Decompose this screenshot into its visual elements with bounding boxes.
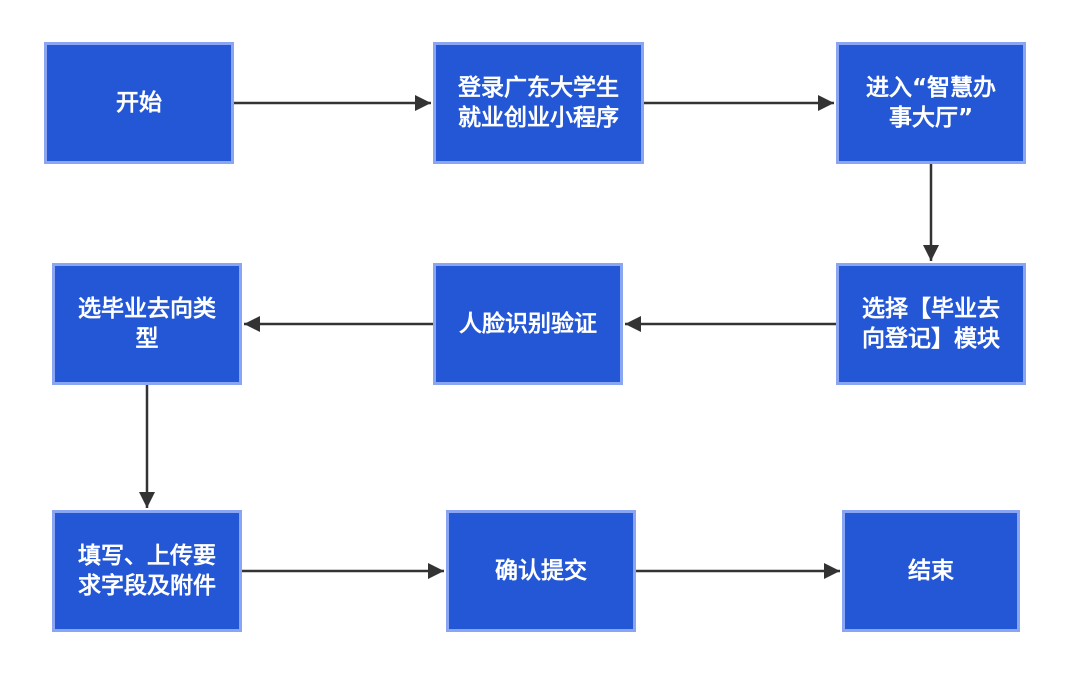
node-fill-upload-fields-label: 填写、上传要求字段及附件 — [78, 542, 216, 599]
node-confirm-submit: 确认提交 — [446, 510, 636, 632]
node-face-verification-label: 人脸识别验证 — [459, 310, 597, 337]
node-enter-smart-hall-label: 进入“智慧办事大厅” — [865, 74, 997, 131]
node-face-verification: 人脸识别验证 — [433, 263, 623, 385]
node-start-label: 开始 — [116, 89, 162, 116]
node-choose-destination-type: 选毕业去向类型 — [52, 263, 242, 385]
node-fill-upload-fields: 填写、上传要求字段及附件 — [52, 510, 242, 632]
node-end: 结束 — [842, 510, 1020, 632]
node-confirm-submit-label: 确认提交 — [495, 557, 587, 584]
node-end-label: 结束 — [908, 557, 954, 584]
node-select-module-label: 选择【毕业去向登记】模块 — [862, 295, 1000, 352]
node-enter-smart-hall: 进入“智慧办事大厅” — [836, 42, 1026, 164]
node-start: 开始 — [44, 42, 234, 164]
node-select-module: 选择【毕业去向登记】模块 — [836, 263, 1026, 385]
node-choose-destination-type-label: 选毕业去向类型 — [78, 295, 216, 352]
node-login-mini-program: 登录广东大学生就业创业小程序 — [433, 42, 644, 164]
node-login-mini-program-label: 登录广东大学生就业创业小程序 — [458, 74, 619, 131]
